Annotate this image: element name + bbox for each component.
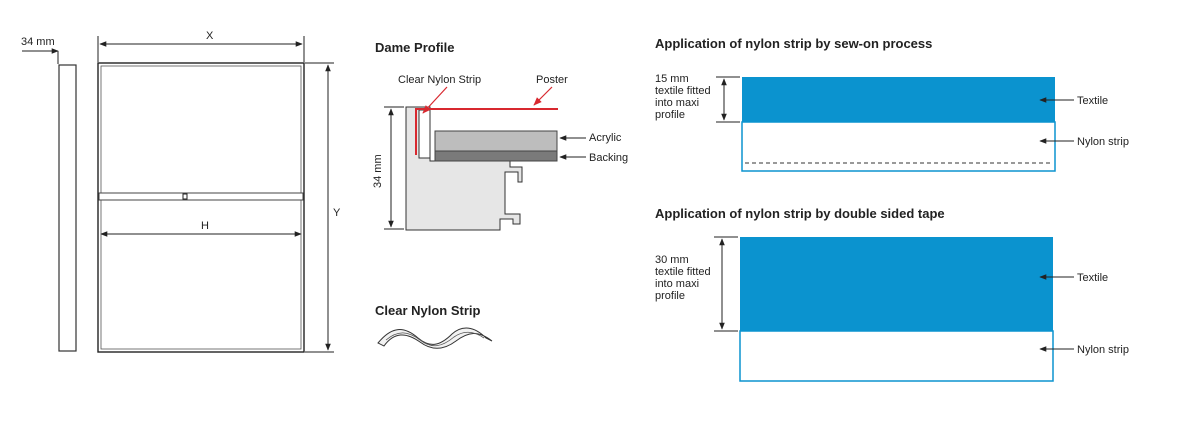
tape-note-line: 30 mm bbox=[655, 254, 689, 266]
frame-front-outer bbox=[97, 62, 305, 353]
nylon-strip-wave-icon bbox=[377, 327, 493, 349]
rail-connector bbox=[182, 193, 188, 200]
nylon-strip-sample-title: Clear Nylon Strip bbox=[375, 303, 481, 318]
sew-on-note-line: profile bbox=[655, 109, 685, 121]
acrylic-label: Acrylic bbox=[589, 132, 622, 144]
sew-on-note: 15 mm textile fitted into maxi profile bbox=[655, 73, 714, 121]
sew-on-nylon-strip bbox=[741, 121, 1056, 172]
height-label: Y bbox=[333, 207, 341, 219]
clear-nylon-strip-label: Clear Nylon Strip bbox=[398, 74, 481, 86]
sew-on-note-line: 15 mm bbox=[655, 73, 689, 85]
poster-label: Poster bbox=[536, 74, 568, 86]
width-label: X bbox=[206, 30, 214, 42]
tape-nylon-strip bbox=[739, 330, 1054, 382]
tape-note-line: into maxi bbox=[655, 278, 699, 290]
tape-nylon-label: Nylon strip bbox=[1077, 344, 1129, 356]
sew-on-note-line: textile fitted bbox=[655, 85, 711, 97]
tape-note-line: profile bbox=[655, 290, 685, 302]
frame-views: 34 mm X H Y bbox=[21, 30, 341, 353]
tape-title: Application of nylon strip by double sid… bbox=[655, 206, 945, 221]
sew-on-title: Application of nylon strip by sew-on pro… bbox=[655, 36, 932, 51]
sew-on-note-line: into maxi bbox=[655, 97, 699, 109]
sew-on-section: Application of nylon strip by sew-on pro… bbox=[655, 36, 1129, 172]
tape-note-line: textile fitted bbox=[655, 266, 711, 278]
sew-on-textile bbox=[742, 77, 1055, 122]
profile-height-label: 34 mm bbox=[372, 154, 384, 188]
poster-pointer bbox=[533, 86, 553, 106]
split-label: H bbox=[201, 220, 209, 232]
sew-on-nylon-label: Nylon strip bbox=[1077, 136, 1129, 148]
backing-label: Backing bbox=[589, 152, 628, 164]
frame-middle-rail bbox=[98, 192, 304, 201]
poster-line bbox=[415, 108, 558, 155]
tape-textile-label: Textile bbox=[1077, 272, 1108, 284]
tape-textile bbox=[740, 237, 1053, 331]
clear-nylon-strip-pointer bbox=[422, 86, 448, 114]
backing-layer bbox=[434, 150, 558, 162]
nylon-strip-pocket bbox=[418, 109, 431, 159]
depth-label: 34 mm bbox=[21, 36, 55, 48]
tape-note: 30 mm textile fitted into maxi profile bbox=[655, 254, 714, 302]
dame-profile: Dame Profile Clear Nylon Strip Poster Ac… bbox=[372, 40, 628, 231]
frame-front-inner bbox=[100, 65, 302, 350]
frame-side-view bbox=[58, 64, 77, 352]
profile-title: Dame Profile bbox=[375, 40, 454, 55]
sew-on-textile-label: Textile bbox=[1077, 95, 1108, 107]
acrylic-layer bbox=[434, 130, 558, 152]
nylon-strip-sample: Clear Nylon Strip bbox=[375, 303, 493, 349]
tape-section: Application of nylon strip by double sid… bbox=[655, 206, 1129, 382]
